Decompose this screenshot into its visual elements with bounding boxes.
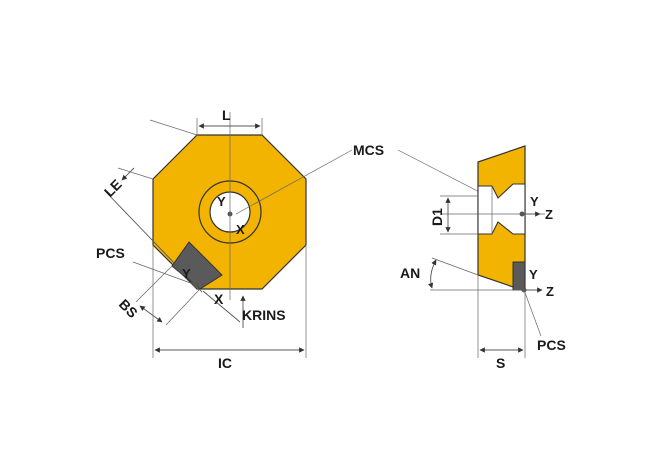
top-view: L LE MCS PCS BS X KRINS IC Y X Y: [96, 107, 523, 371]
AN-flank-extension: [431, 257, 479, 276]
X-mcs-label: X: [236, 222, 245, 237]
PCS-right-label: PCS: [537, 337, 566, 353]
BS-extension-1: [135, 265, 173, 303]
LE-label: LE: [101, 176, 125, 200]
LE-extension-2: [149, 119, 198, 136]
KRINS-leader: [202, 290, 241, 323]
PCS-left-leader: [132, 261, 197, 286]
Y-side-top-label: Y: [530, 194, 539, 209]
Y-mcs-label: Y: [217, 194, 226, 209]
IC-label: IC: [218, 355, 232, 371]
Y-side-bottom-label: Y: [529, 267, 538, 282]
BS-dimension-line: [139, 305, 163, 323]
BS-label: BS: [116, 296, 141, 321]
L-label: L: [222, 107, 231, 123]
LE-arrow: [121, 167, 135, 181]
side-view: D1 AN S PCS Y Z Y Z: [400, 145, 566, 371]
KRINS-label: KRINS: [242, 307, 286, 323]
side-cutting-edge: [512, 261, 526, 291]
BS-extension-2: [165, 288, 201, 326]
PCS-left-label: PCS: [96, 245, 125, 261]
Z-side-top-label: Z: [545, 207, 553, 222]
Z-side-bottom-label: Z: [546, 284, 554, 299]
D1-label: D1: [429, 208, 445, 226]
X-pcs-label: X: [214, 291, 224, 307]
side-hole-section: [477, 183, 526, 235]
AN-label: AN: [400, 265, 420, 281]
MCS-leader-left: [235, 149, 353, 215]
AN-angle-arc: [427, 259, 437, 289]
LE-dimension-line: [105, 191, 203, 293]
cutting-edge-segment: [171, 241, 223, 290]
S-label: S: [496, 355, 505, 371]
PCS-right-leader: [523, 289, 542, 337]
Y-pcs-label: Y: [182, 266, 191, 281]
MCS-label: MCS: [353, 142, 384, 158]
LE-extension-1: [117, 167, 154, 180]
